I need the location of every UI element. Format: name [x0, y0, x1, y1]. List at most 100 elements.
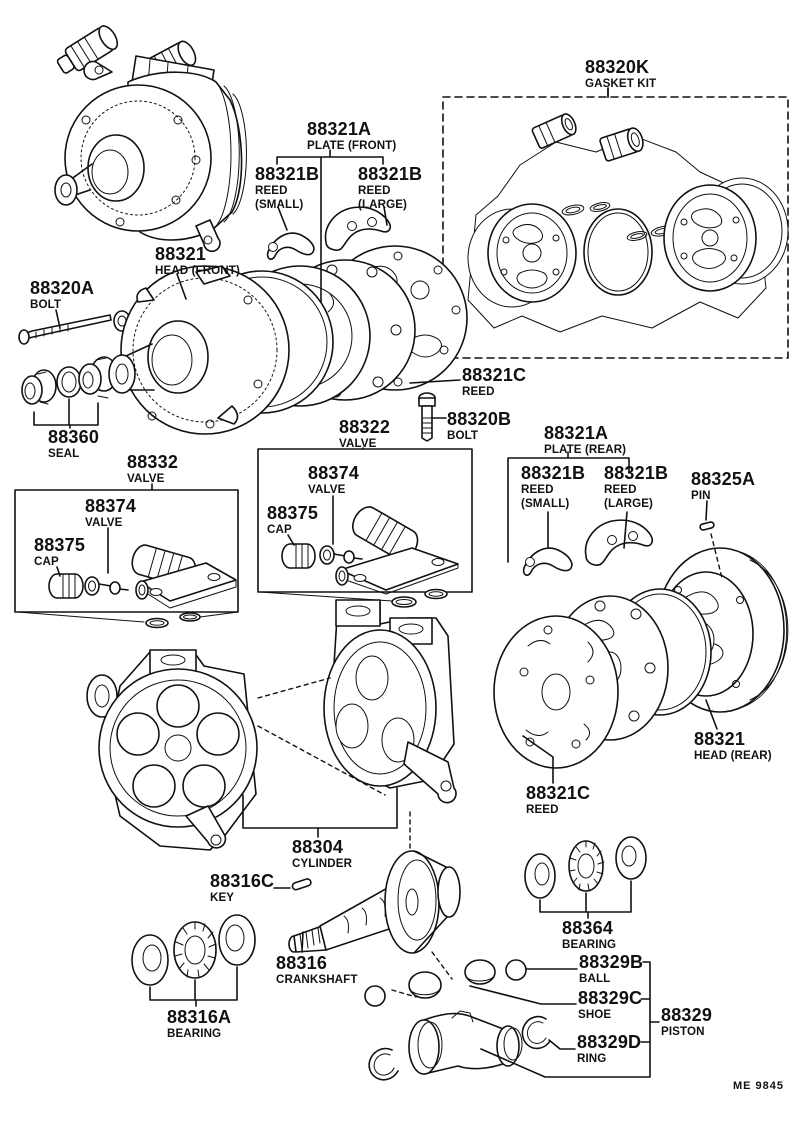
bearing-left-art: [131, 914, 256, 986]
part-description: KEY: [210, 891, 235, 904]
part-description: REED: [526, 803, 559, 816]
part-number: 88374: [85, 496, 137, 516]
part-description: BALL: [579, 972, 611, 985]
bearing-right-art: [524, 836, 647, 899]
part-number: 88375: [267, 503, 319, 523]
front-head-stack-art: [108, 245, 468, 435]
rear-reed-large-art: [584, 519, 653, 566]
part-number: 88322: [339, 417, 391, 437]
part-number: 88321B: [604, 463, 669, 483]
piston-group-art: [364, 951, 551, 1081]
bolt-b-art: [418, 392, 436, 442]
part-number: 88332: [127, 452, 179, 472]
part-number: 88321A: [544, 423, 609, 443]
part-description: PIN: [691, 489, 711, 502]
part-description: BEARING: [562, 938, 617, 951]
part-description: PLATE (FRONT): [307, 139, 397, 152]
part-description: PLATE (REAR): [544, 443, 627, 456]
part-description: (LARGE): [358, 197, 407, 211]
part-number: 88321B: [521, 463, 586, 483]
part-description: (SMALL): [521, 496, 570, 510]
rear-head-stack-art: [493, 547, 789, 769]
part-number: 88321B: [358, 164, 423, 184]
part-number: 88329C: [578, 988, 643, 1008]
part-number: 88364: [562, 918, 614, 938]
part-description: VALVE: [85, 516, 123, 529]
part-description: CYLINDER: [292, 857, 353, 870]
part-number: 88329D: [577, 1032, 642, 1052]
part-description: CAP: [267, 523, 292, 536]
compressor-assembly-art: [54, 25, 247, 253]
cylinder-art: [86, 599, 457, 873]
part-description: (SMALL): [255, 197, 304, 211]
part-number: 88321: [694, 729, 746, 749]
gasket-kit-art: [442, 87, 789, 359]
part-number: 88316A: [167, 1007, 232, 1027]
crankshaft-art: [288, 850, 461, 954]
part-description: PISTON: [661, 1025, 705, 1038]
page-reference-code: ME 9845: [733, 1080, 785, 1092]
part-description: CAP: [34, 555, 59, 568]
valve-box-center-art: [257, 448, 473, 608]
part-number: 88321C: [462, 365, 527, 385]
part-description: SEAL: [48, 447, 80, 460]
part-number: 88375: [34, 535, 86, 555]
part-description: REED: [358, 184, 391, 197]
front-reed-small-art: [266, 232, 315, 260]
part-description: VALVE: [339, 437, 377, 450]
part-description: BEARING: [167, 1027, 222, 1040]
part-number: 88329: [661, 1005, 713, 1025]
part-number: 88374: [308, 463, 360, 483]
part-number: 88360: [48, 427, 100, 447]
part-description: HEAD (FRONT): [155, 264, 240, 277]
part-number: 88320A: [30, 278, 95, 298]
part-description: REED: [604, 483, 637, 496]
valve-box-left-art: [14, 489, 239, 629]
part-description: REED: [521, 483, 554, 496]
part-description: (LARGE): [604, 496, 653, 510]
part-number: 88316: [276, 953, 328, 973]
part-number: 88325A: [691, 469, 756, 489]
front-bolt-art: [18, 310, 131, 345]
part-description: VALVE: [127, 472, 165, 485]
part-description: REED: [255, 184, 288, 197]
rear-reed-small-art: [522, 547, 573, 576]
part-description: CRANKSHAFT: [276, 973, 358, 986]
part-description: HEAD (REAR): [694, 749, 772, 762]
part-description: GASKET KIT: [585, 77, 657, 90]
part-number: 88316C: [210, 871, 275, 891]
part-description: RING: [577, 1052, 607, 1065]
part-number: 88321A: [307, 119, 372, 139]
seal-set-art: [21, 356, 118, 405]
part-number: 88320K: [585, 57, 650, 77]
pin-art: [699, 521, 715, 531]
front-reed-large-art: [324, 206, 391, 252]
part-number: 88320B: [447, 409, 512, 429]
